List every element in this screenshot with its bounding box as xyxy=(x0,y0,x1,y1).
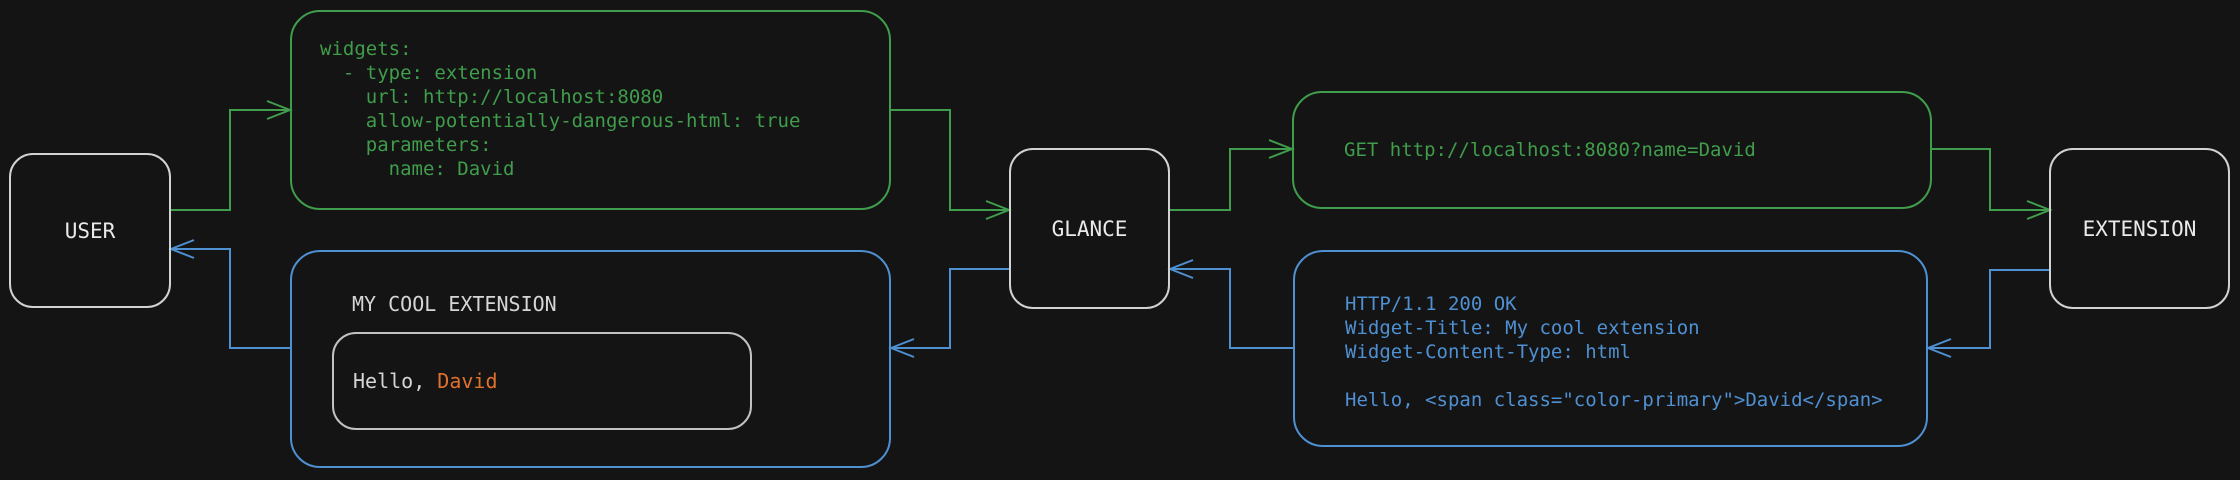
response-line xyxy=(1345,364,1883,388)
arrow-widget-to-user-head xyxy=(168,239,195,259)
arrow-glance-to-widget xyxy=(888,268,1009,358)
config-line: parameters: xyxy=(320,134,492,156)
arrow-glance-to-widget-head xyxy=(888,338,915,358)
response-line: Hello, <span class="color-primary">David… xyxy=(1345,389,1883,411)
user-node: USER xyxy=(9,153,171,308)
request-box: GET http://localhost:8080?name=David xyxy=(1292,91,1932,209)
config-line: - type: extension xyxy=(320,62,538,84)
arrow-request-to-extension xyxy=(1932,148,2053,220)
config-code: widgets: - type: extension url: http://l… xyxy=(320,37,800,181)
arrow-extension-to-response-line xyxy=(1930,269,2049,349)
user-label: USER xyxy=(64,218,116,243)
response-line: Widget-Title: My cool extension xyxy=(1345,317,1700,339)
greeting-prefix: Hello, xyxy=(353,369,438,393)
arrow-extension-to-response-head xyxy=(1925,338,1952,358)
extension-label: EXTENSION xyxy=(2082,216,2197,241)
widget-preview-box: Hello, David xyxy=(332,332,752,430)
widget-title: MY COOL EXTENSION xyxy=(352,292,557,316)
arrow-user-to-config-head xyxy=(266,100,293,120)
arrow-widget-to-user-line xyxy=(173,248,290,349)
extension-node: EXTENSION xyxy=(2049,148,2230,309)
greeting-name: David xyxy=(437,369,498,393)
greeting-text: Hello, David xyxy=(353,369,498,393)
arrow-config-to-glance xyxy=(891,109,1012,220)
request-text: GET http://localhost:8080?name=David xyxy=(1344,139,1756,161)
glance-node: GLANCE xyxy=(1009,148,1170,309)
arrow-response-to-glance-line xyxy=(1172,268,1293,349)
arrow-user-to-config xyxy=(171,100,293,211)
response-box: HTTP/1.1 200 OK Widget-Title: My cool ex… xyxy=(1293,250,1928,447)
response-line: HTTP/1.1 200 OK xyxy=(1345,293,1517,315)
glance-label: GLANCE xyxy=(1051,216,1128,241)
arrow-response-to-glance xyxy=(1167,259,1293,349)
config-line: name: David xyxy=(320,158,515,180)
arrow-glance-to-request-head xyxy=(1268,139,1295,159)
widget-box: MY COOL EXTENSION Hello, David xyxy=(290,250,891,468)
config-line: url: http://localhost:8080 xyxy=(320,86,664,108)
response-code: HTTP/1.1 200 OK Widget-Title: My cool ex… xyxy=(1345,292,1883,412)
response-line: Widget-Content-Type: html xyxy=(1345,341,1631,363)
arrow-config-to-glance-line xyxy=(891,109,1007,211)
config-line: widgets: xyxy=(320,38,412,60)
config-line: allow-potentially-dangerous-html: true xyxy=(320,110,801,132)
arrow-response-to-glance-head xyxy=(1167,259,1194,279)
arrow-request-to-extension-head xyxy=(2026,200,2053,220)
arrow-request-to-extension-line xyxy=(1932,148,2048,211)
arrow-widget-to-user xyxy=(168,239,290,349)
config-box: widgets: - type: extension url: http://l… xyxy=(290,10,891,210)
arrow-extension-to-response xyxy=(1925,269,2049,358)
arrow-user-to-config-line xyxy=(171,109,288,211)
arrow-config-to-glance-head xyxy=(985,200,1012,220)
arrow-glance-to-request-line xyxy=(1170,148,1290,211)
arrow-glance-to-widget-line xyxy=(893,268,1009,349)
arrow-glance-to-request xyxy=(1170,139,1295,211)
